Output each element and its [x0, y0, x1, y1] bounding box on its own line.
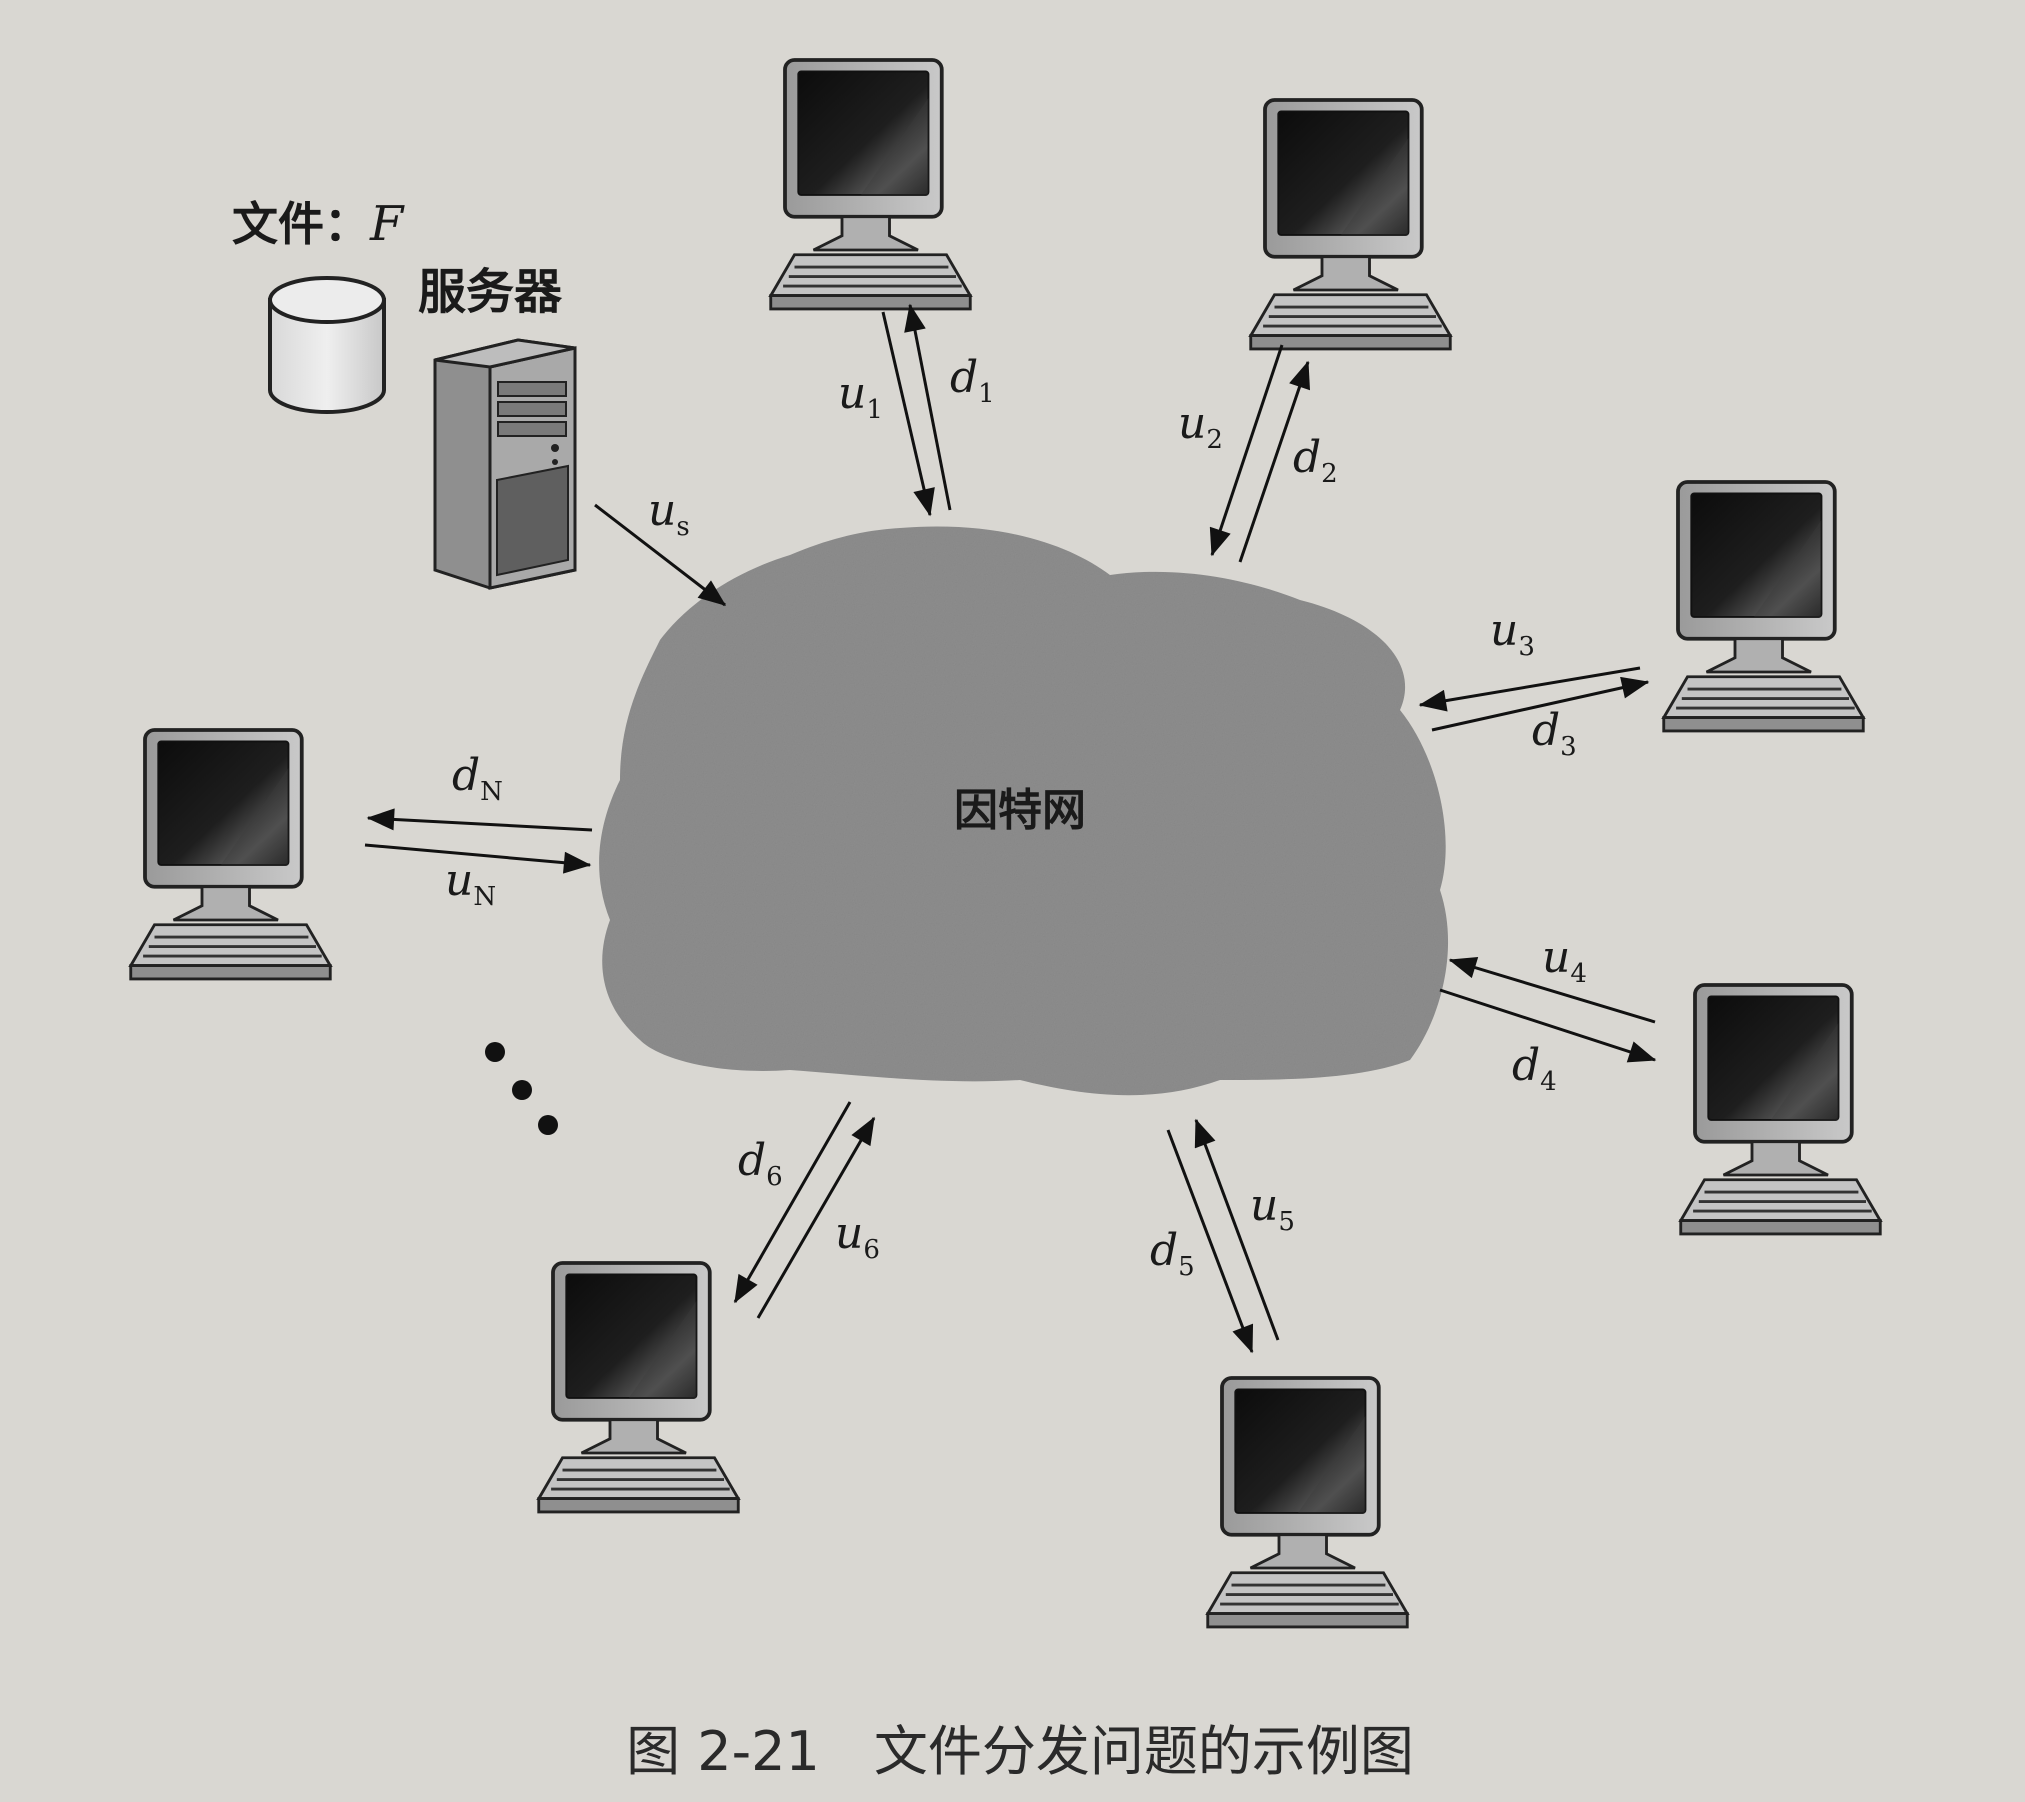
- peer-1-computer: [768, 58, 973, 311]
- peer-n-link: dN uN: [364, 750, 593, 912]
- figure-caption: 图 2-21 文件分发问题的示例图: [626, 1720, 1414, 1783]
- peer-n-computer: [128, 728, 333, 981]
- peer-4-upload-label: u4: [1542, 932, 1587, 989]
- peer-6-computer: [536, 1261, 741, 1514]
- peer-6-upload-label: u6: [835, 1208, 880, 1265]
- peer-1-download-label: d1: [950, 352, 995, 409]
- peer-5-download-label: d5: [1150, 1225, 1195, 1282]
- peer-4-download-label: d4: [1512, 1040, 1557, 1097]
- peer-1-link: u1 d1: [838, 303, 995, 517]
- peer-4-computer: [1678, 983, 1883, 1236]
- peer-4-link: u4 d4: [1439, 932, 1657, 1097]
- server-upload-arrow: [594, 503, 727, 607]
- peer-2-upload-label: u2: [1178, 398, 1223, 455]
- internet-label: 因特网: [954, 785, 1086, 836]
- peer-6-link: d6 u6: [733, 1101, 880, 1319]
- server-icon: [433, 338, 577, 590]
- internet-cloud: [599, 526, 1449, 1096]
- peer-5-upload-label: u5: [1250, 1180, 1295, 1237]
- file-label: 文件：F: [232, 196, 405, 252]
- peer-1-upload-label: u1: [838, 368, 883, 425]
- peer-6-download-label: d6: [738, 1135, 783, 1192]
- peer-n-download-label: dN: [452, 750, 503, 807]
- peer-3-download-label: d3: [1532, 705, 1577, 762]
- peer-2-download-label: d2: [1293, 432, 1338, 489]
- file-database-icon: [268, 276, 386, 414]
- peer-3-link: u3 d3: [1418, 605, 1650, 762]
- peer-2-link: u2 d2: [1178, 344, 1338, 563]
- peer-5-link: u5 d5: [1150, 1118, 1295, 1354]
- peer-5-computer: [1205, 1376, 1410, 1629]
- peer-2-computer: [1248, 98, 1453, 351]
- server-label: 服务器: [418, 264, 563, 320]
- peer-3-computer: [1661, 480, 1866, 733]
- server-upload-label: us: [648, 485, 690, 542]
- more-peers-ellipsis-icon: [485, 1042, 558, 1135]
- peer-n-upload-label: uN: [445, 855, 496, 912]
- peer-3-upload-label: u3: [1490, 605, 1535, 662]
